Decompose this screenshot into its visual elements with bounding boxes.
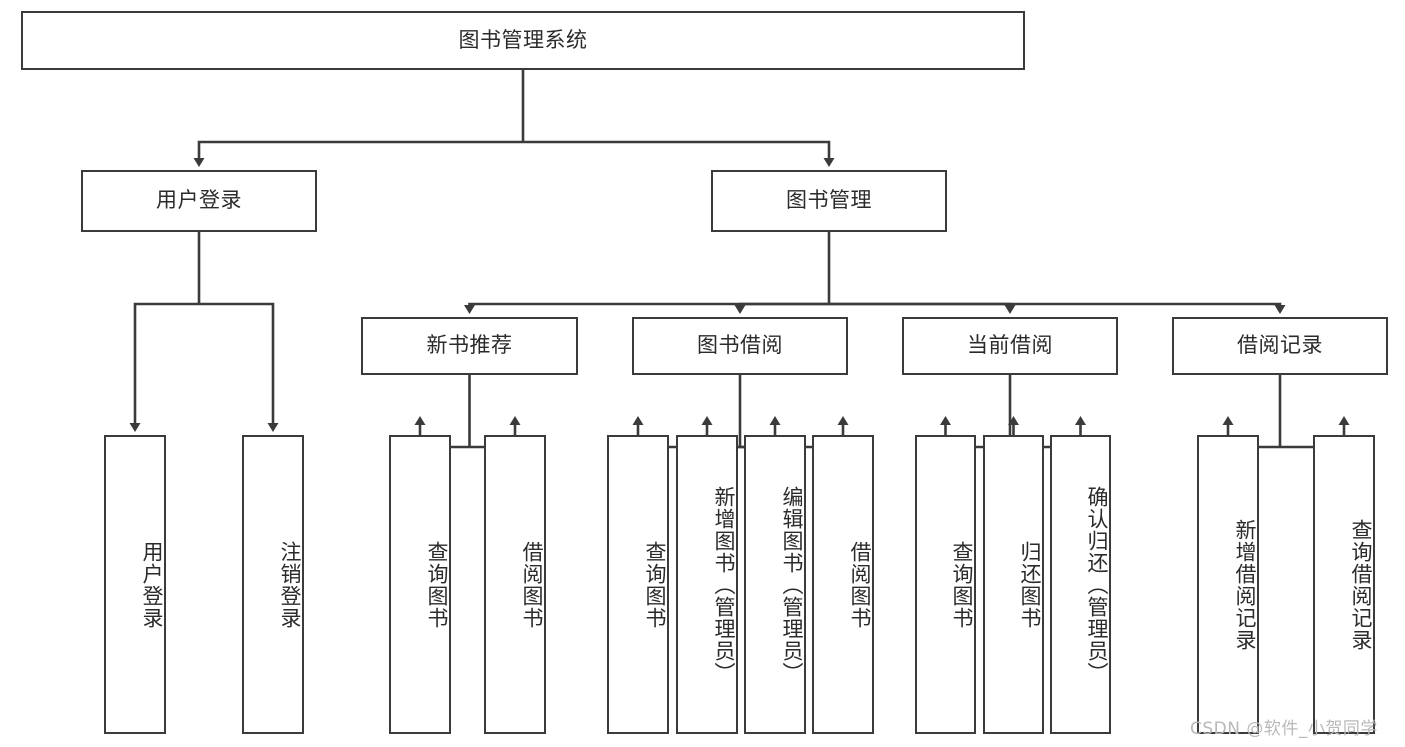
node-l2_0[interactable]: 新书推荐 [361, 317, 578, 375]
node-leaf_0[interactable]: 用户登录 [104, 435, 166, 734]
node-leaf_8[interactable]: 查询图书 [915, 435, 976, 734]
node-label: 图书管理 [786, 188, 872, 213]
node-l1_0[interactable]: 用户登录 [81, 170, 317, 232]
node-label: 新增借阅记录 [1233, 518, 1257, 651]
node-label: 查询图书 [950, 540, 974, 629]
node-leaf_2[interactable]: 查询图书 [389, 435, 451, 734]
node-leaf_12[interactable]: 查询借阅记录 [1313, 435, 1375, 734]
node-label: 用户登录 [140, 540, 164, 629]
node-l2_3[interactable]: 借阅记录 [1172, 317, 1388, 375]
node-l1_1[interactable]: 图书管理 [711, 170, 947, 232]
node-label: 图书借阅 [697, 333, 783, 358]
node-leaf_9[interactable]: 归还图书 [983, 435, 1044, 734]
node-label: 新增图书（管理员） [712, 485, 736, 684]
edge-l1_1-to-l2_1 [734, 302, 829, 314]
node-leaf_7[interactable]: 借阅图书 [812, 435, 874, 734]
node-l2_2[interactable]: 当前借阅 [902, 317, 1118, 375]
node-l2_1[interactable]: 图书借阅 [632, 317, 848, 375]
node-leaf_6[interactable]: 编辑图书（管理员） [744, 435, 806, 734]
node-label: 用户登录 [156, 188, 242, 213]
edge-paths [129, 70, 1350, 449]
node-label: 归还图书 [1018, 540, 1042, 629]
edge-l1_1-to-l2_0 [464, 302, 829, 314]
node-root[interactable]: 图书管理系统 [21, 11, 1025, 70]
node-leaf_3[interactable]: 借阅图书 [484, 435, 546, 734]
node-label: 查询图书 [425, 540, 449, 629]
node-leaf_10[interactable]: 确认归还（管理员） [1050, 435, 1111, 734]
node-label: 确认归还（管理员） [1085, 485, 1109, 684]
node-label: 编辑图书（管理员） [780, 485, 804, 684]
node-label: 当前借阅 [967, 333, 1053, 358]
node-label: 借阅记录 [1237, 333, 1323, 358]
node-leaf_4[interactable]: 查询图书 [607, 435, 669, 734]
edge-root-to-l1_1 [523, 140, 835, 167]
node-leaf_11[interactable]: 新增借阅记录 [1197, 435, 1259, 734]
edge-l1_0-to-leaf_1 [199, 302, 279, 432]
edge-root-to-l1_0 [193, 140, 523, 167]
node-leaf_1[interactable]: 注销登录 [242, 435, 304, 734]
node-label: 新书推荐 [426, 333, 513, 358]
node-label: 借阅图书 [520, 540, 544, 629]
node-label: 图书管理系统 [458, 27, 588, 52]
node-label: 查询图书 [643, 540, 667, 629]
node-label: 借阅图书 [848, 540, 872, 629]
node-leaf_5[interactable]: 新增图书（管理员） [676, 435, 738, 734]
watermark: CSDN @软件_小贺同学 [1190, 719, 1378, 739]
edge-l1_1-to-l2_2 [829, 302, 1016, 314]
edge-l1_0-to-leaf_0 [129, 302, 199, 432]
node-label: 注销登录 [278, 540, 302, 629]
edge-l1_1-to-l2_3 [829, 302, 1286, 314]
node-label: 查询借阅记录 [1349, 518, 1373, 651]
